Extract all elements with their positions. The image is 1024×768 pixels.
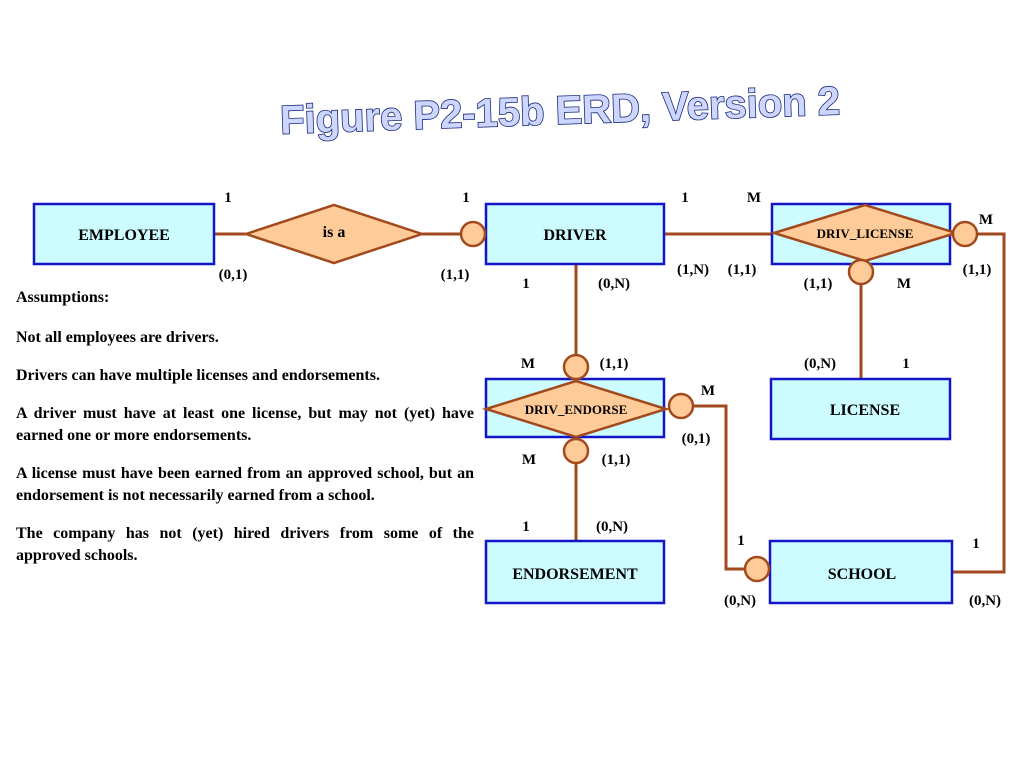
relationship-driv-endorse-label: DRIV_ENDORSE [525, 402, 628, 417]
entity-license-label: LICENSE [830, 402, 900, 419]
entity-employee-label: EMPLOYEE [78, 227, 170, 244]
card-lic-license-top-conn: M [897, 276, 911, 292]
entity-endorsement-label: ENDORSEMENT [512, 566, 638, 583]
card-lic-driver-side-conn: M [747, 190, 761, 206]
assumption-item: A license must have been earned from an … [16, 465, 474, 504]
assumptions-block: Assumptions: Not all employees are drive… [16, 287, 474, 583]
card-lic-school-side-conn: M [979, 212, 993, 228]
card-emp-isa-conn: 1 [224, 190, 232, 206]
card-end-bottom: (1,1) [602, 452, 631, 468]
line-drivlicense-school [952, 232, 1006, 574]
cardinality-labels: 1 (0,1) 1 (1,1) 1 M (1,N) (1,1) M (1,1) … [219, 190, 1001, 609]
card-lic-school-side: (1,1) [963, 262, 992, 278]
entity-employee[interactable]: EMPLOYEE [32, 202, 216, 266]
relationship-driv-license-label: DRIV_LICENSE [817, 226, 914, 241]
entity-school-label: SCHOOL [828, 566, 896, 583]
card-end-bottom-conn: M [522, 452, 536, 468]
connector-lines [214, 232, 1006, 574]
card-endorsement-conn: 1 [522, 519, 530, 535]
card-end-school: (0,1) [682, 431, 711, 447]
card-end-school-conn: M [701, 383, 715, 399]
card-driver-lic-conn: 1 [681, 190, 689, 206]
card-endorsement: (0,N) [596, 519, 628, 535]
optionality-circles [459, 220, 979, 583]
optional-circle-endorse-bottom [562, 437, 590, 465]
entity-school[interactable]: SCHOOL [768, 539, 954, 605]
card-end-top-conn: M [521, 356, 535, 372]
assumption-item: Drivers can have multiple licenses and e… [16, 367, 380, 384]
entity-license[interactable]: LICENSE [769, 377, 952, 441]
assumption-item: The company has not (yet) hired drivers … [16, 525, 474, 564]
assumption-item: A driver must have at least one license,… [16, 405, 474, 444]
entity-driver[interactable]: DRIVER [484, 202, 666, 266]
assumption-item: Not all employees are drivers. [16, 329, 219, 346]
card-school-right-conn: 1 [972, 536, 980, 552]
card-driver-isa-conn: 1 [462, 190, 470, 206]
card-end-top: (1,1) [600, 356, 629, 372]
line-drivendorse-school [693, 404, 744, 571]
card-school-right: (0,N) [969, 593, 1001, 609]
card-school-left: (0,N) [724, 593, 756, 609]
entity-endorsement[interactable]: ENDORSEMENT [484, 539, 666, 605]
relationship-is-a-label: is a [323, 224, 346, 241]
card-school-left-conn: 1 [737, 533, 745, 549]
optional-circle-endorse-top [562, 353, 590, 381]
card-license-conn: 1 [902, 356, 910, 372]
optional-circle-endorse-school [667, 392, 695, 420]
optional-circle-isa-driver [459, 220, 487, 248]
card-driver-isa: (1,1) [441, 267, 470, 283]
card-driver-lic: (1,N) [677, 262, 709, 278]
assumptions-heading: Assumptions: [16, 289, 110, 306]
figure-title: Figure P2-15b ERD, Version 2 [279, 78, 842, 143]
card-driver-end: (0,N) [598, 276, 630, 292]
card-lic-license-top: (1,1) [804, 276, 833, 292]
relationship-is-a[interactable]: is a [242, 203, 426, 265]
optional-circle-school-left [743, 555, 771, 583]
relationship-driv-endorse[interactable]: DRIV_ENDORSE [481, 379, 671, 439]
relationship-driv-license[interactable]: DRIV_LICENSE [769, 203, 961, 263]
card-lic-driver-side: (1,1) [728, 262, 757, 278]
card-license: (0,N) [804, 356, 836, 372]
entity-driver-label: DRIVER [543, 227, 607, 244]
optional-circle-license-license [847, 258, 875, 286]
card-emp-isa: (0,1) [219, 267, 248, 283]
card-driver-end-conn: 1 [522, 276, 530, 292]
optional-circle-license-school [951, 220, 979, 248]
